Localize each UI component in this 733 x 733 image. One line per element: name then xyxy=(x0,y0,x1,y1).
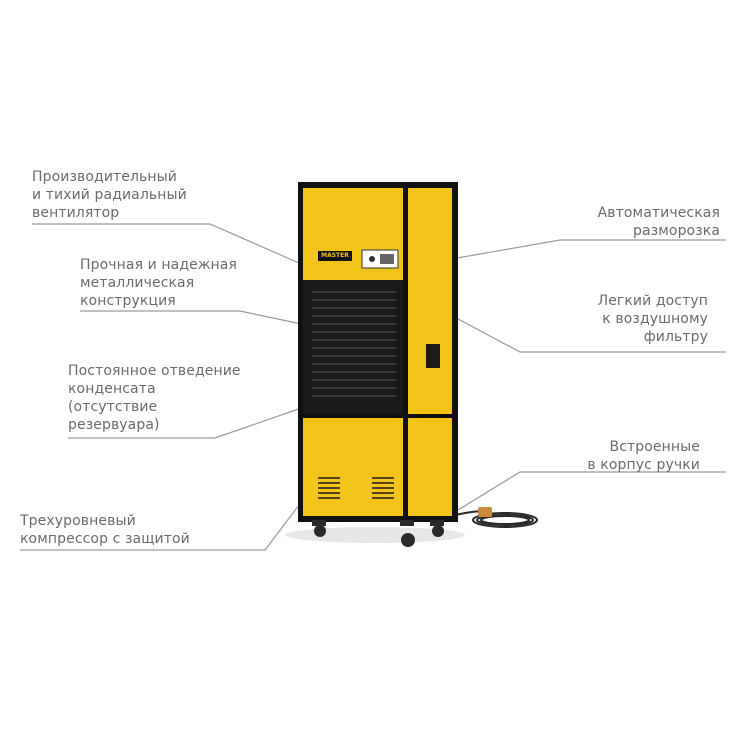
brand-plate: MASTER xyxy=(318,251,352,261)
callout-condensate: Постоянное отведение конденсата (отсутст… xyxy=(68,363,241,433)
lower-vents xyxy=(318,477,394,499)
callout-construction: Прочная и надежная металлическая констру… xyxy=(80,257,237,309)
power-cable xyxy=(454,510,538,528)
leader-line-handles xyxy=(457,471,726,511)
leader-line-filter xyxy=(444,311,726,353)
callout-fan: Производительный и тихий радиальный вент… xyxy=(32,169,187,221)
callout-compressor: Трехуровневый компрессор с защитой xyxy=(20,513,190,547)
leader-line-construction xyxy=(80,310,331,331)
callout-filter: Легкий доступ к воздушному фильтру xyxy=(597,293,708,345)
callout-defrost: Автоматическая разморозка xyxy=(597,205,720,239)
caster-wheels xyxy=(312,520,444,547)
cable-plug xyxy=(478,507,492,517)
callout-handles: Встроенные в корпус ручки xyxy=(587,439,700,473)
leader-line-fan xyxy=(32,223,316,271)
filter-access-panel xyxy=(426,344,440,368)
leader-line-condensate xyxy=(68,404,311,439)
